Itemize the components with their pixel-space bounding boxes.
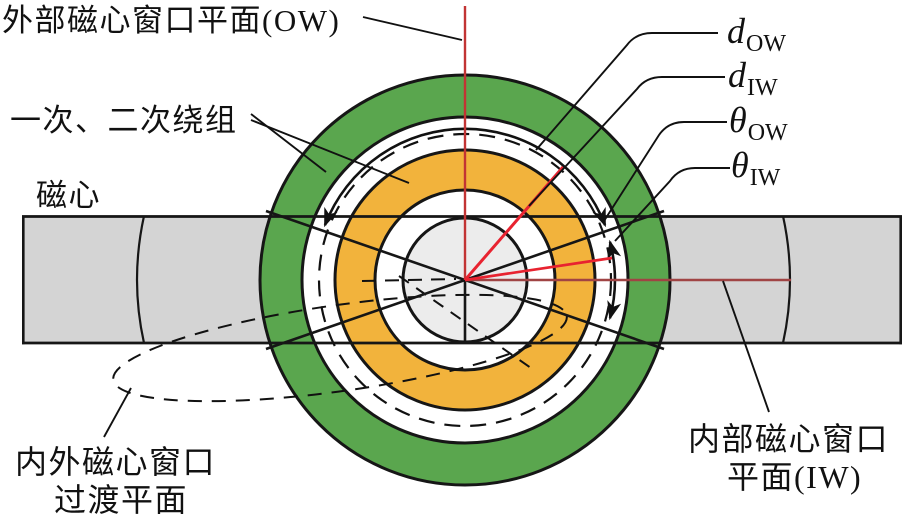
theta-iw-symbol: θ bbox=[731, 145, 749, 185]
label-d-ow: dOW bbox=[727, 10, 786, 57]
label-windings: 一次、二次绕组 bbox=[10, 103, 238, 138]
inner-window-red-radius bbox=[464, 256, 613, 282]
transition-plane-dashes-diagonal bbox=[398, 275, 532, 369]
theta-iw-subscript: IW bbox=[749, 165, 781, 191]
leader-d-iw bbox=[528, 76, 725, 207]
leader-outer-window-plane bbox=[362, 16, 463, 41]
label-outer-window-plane: 外部磁心窗口平面(OW) bbox=[2, 3, 341, 38]
label-inner-window-plane-line1: 内部磁心窗口 bbox=[688, 421, 890, 457]
leader-theta-ow bbox=[603, 121, 727, 222]
label-transition-plane-line2: 过渡平面 bbox=[54, 482, 189, 518]
label-transition-plane-line1: 内外磁心窗口 bbox=[15, 444, 217, 480]
theta-ow-symbol: θ bbox=[729, 100, 747, 140]
leader-windings-inner bbox=[250, 119, 410, 184]
d-ow-subscript: OW bbox=[746, 31, 786, 57]
theta-ow-subscript: OW bbox=[747, 120, 788, 146]
leader-d-ow bbox=[535, 32, 718, 151]
leader-theta-iw bbox=[614, 167, 730, 242]
d-iw-subscript: IW bbox=[747, 75, 778, 101]
label-d-iw: dIW bbox=[728, 54, 778, 101]
leader-inner-window-plane bbox=[722, 280, 770, 413]
transition-plane-dashes-left bbox=[361, 278, 457, 282]
label-theta-iw: θIW bbox=[731, 144, 780, 191]
d-ow-symbol: d bbox=[727, 11, 745, 51]
label-theta-ow: θOW bbox=[729, 99, 788, 146]
leader-transition-plane bbox=[103, 387, 132, 438]
core-bar-left-end-arc bbox=[135, 215, 146, 344]
label-inner-window-plane-line2: 平面(IW) bbox=[727, 459, 863, 495]
d-iw-symbol: d bbox=[728, 55, 746, 95]
label-core: 磁心 bbox=[36, 178, 101, 213]
leader-windings-outer bbox=[250, 113, 327, 173]
